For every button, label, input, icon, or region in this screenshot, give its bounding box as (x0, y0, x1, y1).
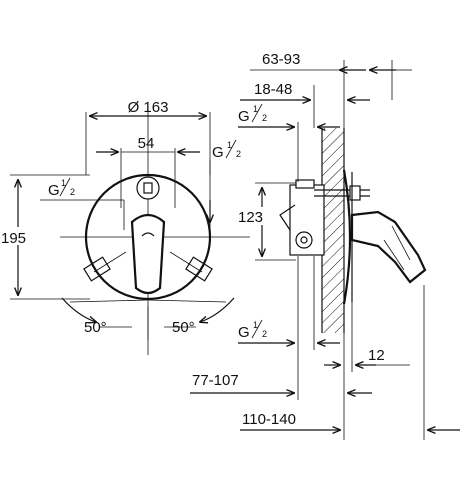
thread-right-base: G (212, 144, 224, 161)
angle-ray-right (147, 299, 227, 303)
thread-left-den: 2 (70, 187, 75, 197)
front-view: Ø 163 54 G 1 2 G 1 2 195 50° 50° (0, 99, 250, 355)
outlet-connection (295, 231, 313, 249)
install-depth-label: 77-107 (192, 372, 239, 389)
height-label: 195 (1, 230, 26, 247)
overall-label: 110-140 (242, 411, 296, 428)
thread-bottom-den: 2 (262, 329, 267, 339)
lever-handle (130, 213, 166, 295)
body-depth-label: 18-48 (254, 81, 292, 98)
angle-right-label: 50° (172, 319, 195, 336)
diverter-stem (349, 185, 361, 201)
thread-bottom-base: G (238, 324, 250, 341)
valve-height-label: 123 (238, 209, 263, 226)
thread-top-base: G (238, 108, 250, 125)
angle-ray-left (69, 299, 149, 303)
diameter-label: Ø 163 (128, 99, 169, 116)
wall-hatch (322, 128, 344, 333)
angle-left-label: 50° (84, 319, 107, 336)
cover-plate-side (342, 169, 352, 305)
thread-left-num: 1 (61, 178, 66, 188)
total-depth-label: 63-93 (262, 51, 300, 68)
plate-label: 12 (368, 347, 385, 364)
lever-detail (141, 232, 155, 237)
thread-right-num: 1 (227, 140, 232, 150)
thread-top-num: 1 (253, 104, 258, 114)
top-inlet (295, 179, 315, 189)
inner-width-label: 54 (138, 135, 155, 152)
ghost-handle-right (185, 256, 213, 282)
thread-top-den: 2 (262, 113, 267, 123)
diverter-slot (143, 182, 153, 194)
thread-right-den: 2 (236, 149, 241, 159)
rotation-ghost-left (93, 251, 127, 273)
ghost-handle-left (83, 256, 111, 282)
side-view: 63-93 18-48 G 1 2 123 G 1 2 1 (190, 51, 460, 440)
thread-left-base: G (48, 182, 60, 199)
rotation-ghost-right (169, 251, 203, 273)
thread-bottom-num: 1 (253, 320, 258, 330)
